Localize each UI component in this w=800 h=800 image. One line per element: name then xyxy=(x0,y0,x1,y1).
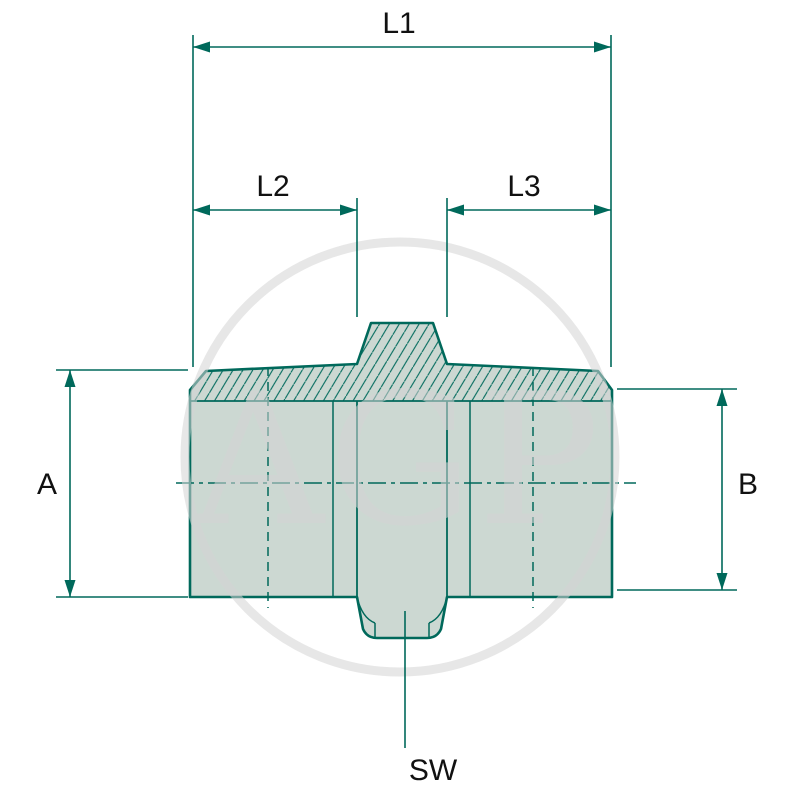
l1-arrow-right xyxy=(594,41,611,53)
l2-arrow-left xyxy=(193,204,210,216)
dimension-l3: L3 xyxy=(446,170,611,317)
watermark-circle xyxy=(180,237,620,677)
b-arrow-top xyxy=(716,389,728,406)
l2-label: L2 xyxy=(256,170,289,203)
nut-chamfer-right xyxy=(428,596,448,624)
a-label: A xyxy=(37,468,57,501)
sw-label: SW xyxy=(409,754,458,787)
fitting-body xyxy=(176,321,636,640)
l1-label: L1 xyxy=(382,7,415,40)
b-label: B xyxy=(738,468,758,501)
l3-arrow-right xyxy=(594,204,611,216)
dimension-l2: L2 xyxy=(193,170,358,317)
thread-hatch-band xyxy=(190,323,612,401)
dimension-b: B xyxy=(617,388,758,591)
a-arrow-bottom xyxy=(64,580,76,597)
dimension-a: A xyxy=(37,369,188,598)
l3-label: L3 xyxy=(507,170,540,203)
watermark-text: AGP xyxy=(190,354,603,566)
dimension-l1: L1 xyxy=(192,7,612,367)
watermark: AGP xyxy=(180,237,620,677)
dimension-sw: SW xyxy=(404,611,458,787)
l1-arrow-left xyxy=(193,41,210,53)
b-arrow-bottom xyxy=(716,573,728,590)
a-arrow-top xyxy=(64,370,76,387)
l3-arrow-left xyxy=(447,204,464,216)
dimensions: L1 L2 L3 A xyxy=(37,7,758,787)
nut-chamfer-left xyxy=(356,596,376,624)
l2-arrow-right xyxy=(340,204,357,216)
